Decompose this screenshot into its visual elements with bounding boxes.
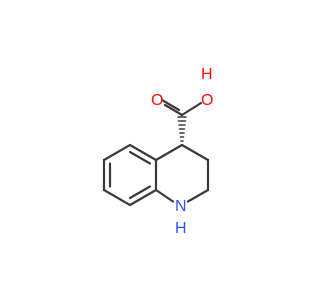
- bond-c6-c5: [128, 143, 158, 162]
- stereo-hashed-wedge: [177, 116, 187, 142]
- bond-c7-c6: [102, 143, 132, 162]
- atom-hydrogen-hydroxyl: H: [201, 66, 213, 83]
- bond-c-o-double-b: [160, 98, 181, 112]
- atom-oxygen-hydroxyl: O: [201, 92, 213, 109]
- bond-c4a-c8a: [128, 188, 158, 207]
- atom-oxygen-carbonyl: O: [151, 92, 163, 109]
- bond-inner-c5-c6: [128, 150, 152, 165]
- bond-c5-c4: [154, 143, 184, 162]
- piperidine-ring: [154, 143, 210, 203]
- bond-n1-c8a: [154, 188, 175, 203]
- bond-c-oh: [180, 101, 203, 117]
- bond-c2-n1: [186, 188, 210, 203]
- molecule-canvas: O O H N H: [102, 66, 213, 237]
- bond-inner-c4a-c8a: [128, 185, 152, 200]
- atom-hydrogen-amine: H: [175, 220, 187, 237]
- carboxyl-bonds: [160, 98, 203, 117]
- atom-nitrogen-amine: N: [175, 198, 187, 215]
- benzene-ring: [102, 143, 158, 207]
- bond-c-o-double-a: [163, 103, 184, 117]
- bond-c4-c3: [180, 143, 210, 162]
- bond-c8a-c8: [102, 188, 132, 207]
